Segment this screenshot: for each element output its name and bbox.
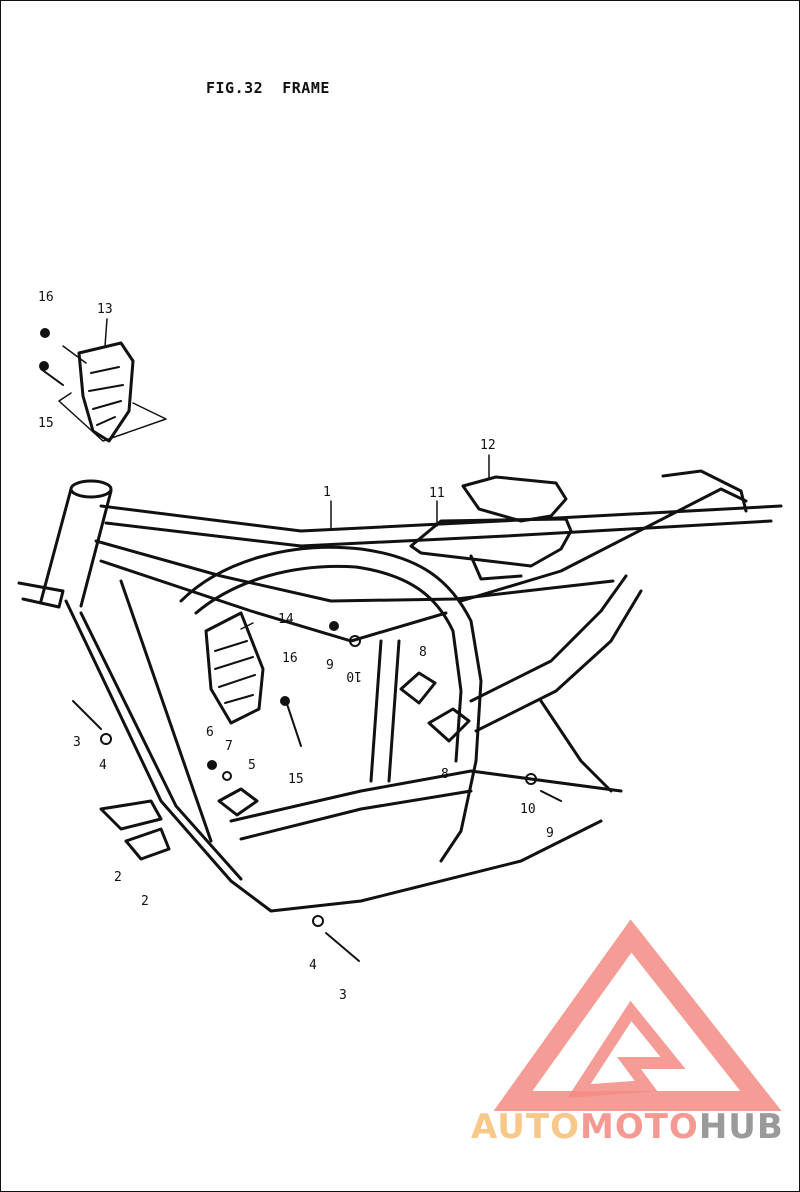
callout-11: 11 [429,486,445,501]
callout-2a: 2 [114,870,122,885]
callout-1: 1 [323,485,331,500]
callout-15a: 15 [38,416,54,431]
watermark-hub: HUB [698,1107,784,1147]
callout-7: 7 [225,739,233,754]
callout-13: 13 [97,302,113,317]
frame-rear-section [459,469,748,793]
watermark-moto: MOTO [579,1107,699,1147]
cover-plate-14 [204,611,265,725]
callout-6: 6 [206,725,214,740]
callout-2b: 2 [141,894,149,909]
frame-main-tubes [64,504,783,913]
callout-16a: 16 [38,290,54,305]
watermark-auto: AUTO [471,1107,580,1147]
steering-head [17,479,113,609]
callout-3a: 3 [73,735,81,750]
callout-10b: 10 [520,802,536,817]
callout-4b: 4 [309,958,317,973]
watermark-text: AUTOMOTOHUB [471,1107,784,1147]
callout-numbers: 1 2 2 3 3 4 4 5 6 7 8 8 9 9 10 10 11 12 … [38,290,554,1003]
callout-5: 5 [248,758,256,773]
fasteners [39,328,562,962]
callout-8a: 8 [419,645,427,660]
cover-plate-13 [58,341,167,443]
callout-10a: 10 [346,668,362,683]
callout-9a: 9 [326,658,334,673]
battery-cover-12 [461,475,568,523]
callout-8b: 8 [441,767,449,782]
frame-center-loop [179,545,623,863]
mounting-brackets [99,671,471,861]
figure-title: FIG.32 FRAME [206,79,330,97]
callout-3b: 3 [339,988,347,1003]
battery-holder-11 [409,517,573,581]
leader-lines [62,318,490,630]
callout-4a: 4 [99,758,107,773]
callout-14: 14 [278,612,294,627]
watermark-logo [493,919,782,1111]
callout-16b: 16 [282,651,298,666]
callout-15b: 15 [288,772,304,787]
callout-12: 12 [480,438,496,453]
callout-9b: 9 [546,826,554,841]
